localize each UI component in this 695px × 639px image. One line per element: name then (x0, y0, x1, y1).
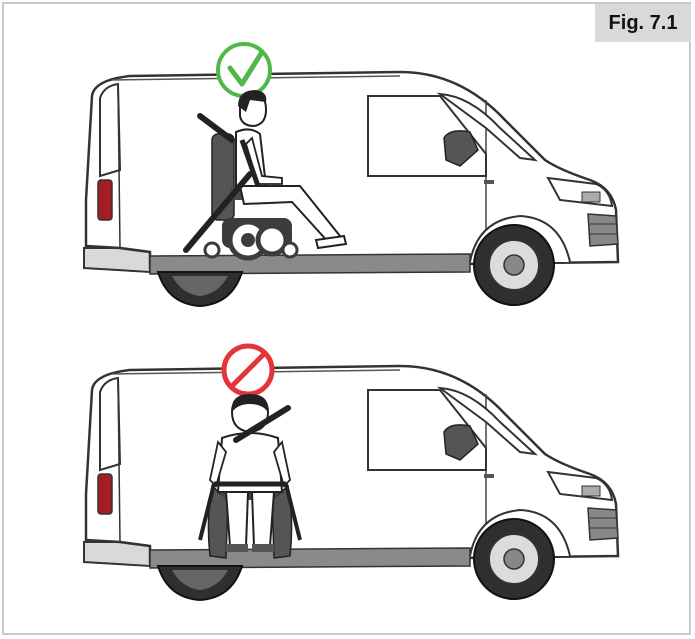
check-icon (218, 44, 270, 96)
van-bottom (84, 366, 618, 600)
prohibited-icon (224, 346, 272, 394)
van-top (84, 72, 618, 306)
